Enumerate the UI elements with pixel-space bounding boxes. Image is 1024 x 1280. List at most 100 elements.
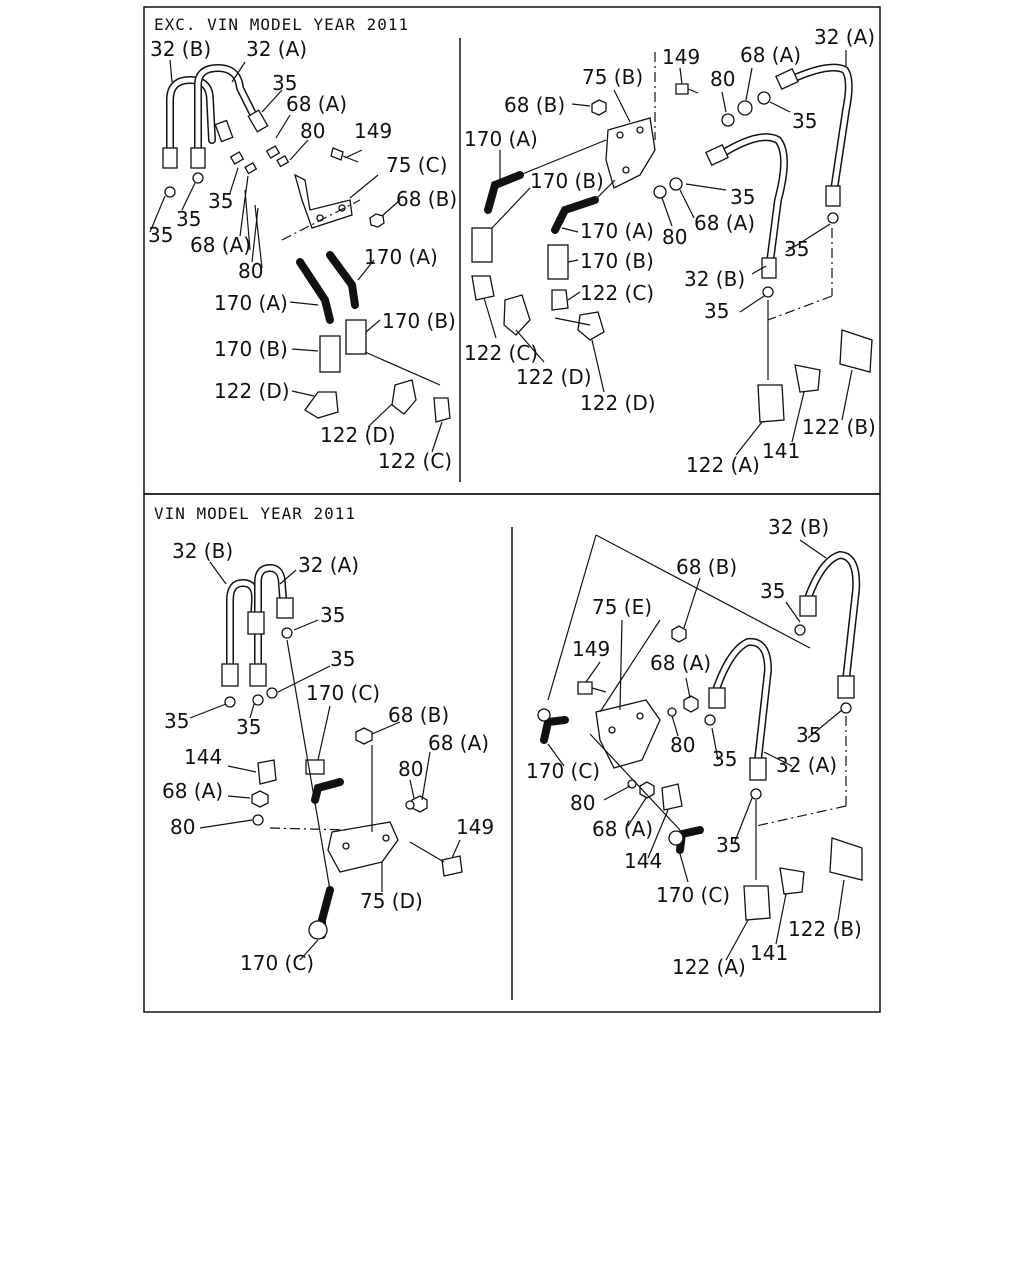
callout-label: 122 (B) [802, 415, 876, 439]
callout-label: 35 [760, 579, 785, 603]
clip-141 [794, 364, 821, 393]
callout-label: 68 (A) [694, 211, 755, 235]
callout-label: 35 [208, 189, 233, 213]
fitting-122d-left [304, 391, 339, 419]
callout-label: 68 (B) [676, 555, 737, 579]
callout-label: 35 [176, 207, 201, 231]
fitting-122d-b [577, 311, 605, 341]
callout-label: 68 (A) [740, 43, 801, 67]
callout-label: 170 (A) [364, 245, 438, 269]
callout-label: 149 [662, 45, 700, 69]
callouts-top-right: 149 75 (B) 68 (A) 80 32 (A) 68 (B) 170 (… [464, 25, 876, 477]
callout-label: 35 [784, 237, 809, 261]
callout-label: 122 (B) [788, 917, 862, 941]
callout-label: 149 [354, 119, 392, 143]
callout-label: 141 [762, 439, 800, 463]
callout-label: 32 (B) [150, 37, 211, 61]
bracket-75c [293, 173, 353, 229]
callout-label: 170 (B) [214, 337, 288, 361]
callout-label: 68 (B) [396, 187, 457, 211]
bottom-left-assembly [189, 561, 463, 961]
callout-label: 170 (C) [526, 759, 600, 783]
callout-label: 80 [238, 259, 263, 283]
callout-label: 144 [624, 849, 662, 873]
callout-label: 32 (A) [298, 553, 359, 577]
callout-label: 35 [712, 747, 737, 771]
callout-label: 32 (B) [172, 539, 233, 563]
top-panel-title: EXC. VIN MODEL YEAR 2011 [154, 15, 409, 34]
callouts-bottom-right: 32 (B) 68 (B) 35 75 (E) 149 68 (A) 80 17… [526, 515, 862, 979]
callout-label: 68 (A) [428, 731, 489, 755]
nut-144-bl [257, 759, 277, 785]
callout-label: 122 (C) [464, 341, 538, 365]
bolt-122a-br [743, 885, 771, 921]
bolt-122a [757, 384, 785, 423]
callout-label: 80 [170, 815, 195, 839]
junction-122b [839, 329, 873, 373]
fitting-122d-right [391, 379, 417, 415]
bracket-75e [595, 699, 661, 769]
callout-label: 122 (D) [580, 391, 656, 415]
callout-label: 75 (E) [592, 595, 652, 619]
bottom-panel-frame [143, 493, 881, 1013]
callout-label: 149 [456, 815, 494, 839]
pipe-170a-right [326, 251, 359, 309]
callout-label: 170 (A) [464, 127, 538, 151]
callout-label: 170 (B) [382, 309, 456, 333]
callout-label: 170 (C) [306, 681, 380, 705]
callout-label: 68 (A) [592, 817, 653, 841]
callout-label: 80 [662, 225, 687, 249]
fitting-122c-a [471, 275, 495, 301]
callout-label: 122 (D) [320, 423, 396, 447]
pipe-170c-br-upper [540, 716, 569, 744]
callout-label: 35 [272, 71, 297, 95]
callout-label: 68 (A) [162, 779, 223, 803]
callout-label: 68 (A) [650, 651, 711, 675]
junction-122b-br [829, 837, 863, 881]
callout-label: 170 (B) [530, 169, 604, 193]
callout-label: 75 (B) [582, 65, 643, 89]
callout-label: 68 (B) [504, 93, 565, 117]
callout-label: 35 [796, 723, 821, 747]
callout-label: 35 [704, 299, 729, 323]
pipe-170c-upper [311, 778, 344, 804]
callout-label: 122 (D) [214, 379, 290, 403]
callout-label: 170 (C) [656, 883, 730, 907]
top-left-assembly [149, 59, 451, 453]
bottom-right-assembly [537, 534, 863, 961]
fitting-122d-a [503, 294, 531, 336]
bottom-panel-title: VIN MODEL YEAR 2011 [154, 504, 356, 523]
callout-label: 75 (C) [386, 153, 447, 177]
top-right-assembly [471, 50, 873, 456]
callout-label: 35 [792, 109, 817, 133]
callout-label: 80 [398, 757, 423, 781]
callout-label: 144 [184, 745, 222, 769]
callout-label: 122 (D) [516, 365, 592, 389]
callout-label: 80 [710, 67, 735, 91]
clip-141-br [779, 867, 805, 895]
callout-label: 80 [670, 733, 695, 757]
callout-label: 80 [570, 791, 595, 815]
callout-label: 122 (A) [686, 453, 760, 477]
callout-label: 32 (A) [246, 37, 307, 61]
pipe-170a-top-right [484, 171, 524, 214]
callout-label: 35 [730, 185, 755, 209]
callout-label: 122 (C) [580, 281, 654, 305]
callout-label: 32 (A) [776, 753, 837, 777]
callout-label: 35 [236, 715, 261, 739]
callout-label: 35 [716, 833, 741, 857]
callout-label: 122 (A) [672, 955, 746, 979]
fitting-122c-b [551, 289, 569, 311]
callout-label: 68 (A) [286, 92, 347, 116]
callout-label: 80 [300, 119, 325, 143]
callout-label: 35 [164, 709, 189, 733]
callout-label: 68 (A) [190, 233, 251, 257]
callout-label: 170 (A) [580, 219, 654, 243]
pipe-170b-top-right [551, 196, 599, 234]
callout-label: 122 (C) [378, 449, 452, 473]
callout-label: 75 (D) [360, 889, 423, 913]
callout-label: 35 [330, 647, 355, 671]
callout-label: 170 (C) [240, 951, 314, 975]
callouts-top-left: 32 (B) 32 (A) 35 68 (A) 80 149 75 (C) 68… [148, 37, 457, 473]
